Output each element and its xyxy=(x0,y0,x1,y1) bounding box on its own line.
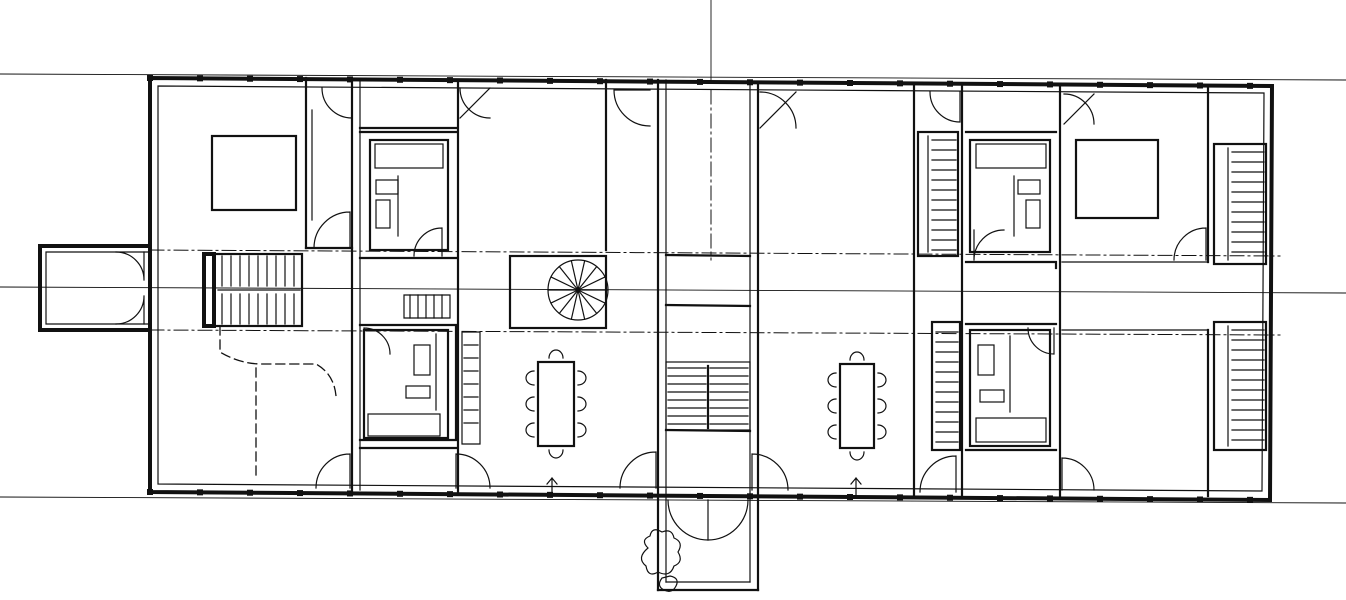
spiral-tread xyxy=(577,289,598,315)
left-unit-walls xyxy=(219,76,608,494)
right-staircases xyxy=(916,130,1268,452)
wall-post xyxy=(247,75,253,82)
wall-post xyxy=(947,80,953,87)
wall-post xyxy=(497,77,503,84)
wall-post xyxy=(297,76,303,83)
spiral-tread xyxy=(550,289,579,304)
entry-arrows xyxy=(546,477,862,497)
wall-post xyxy=(997,495,1003,502)
wall-post xyxy=(897,80,903,87)
wall-post xyxy=(547,77,553,84)
wall-post xyxy=(847,494,853,500)
wall-post xyxy=(197,489,203,496)
axis-lines xyxy=(0,0,1346,504)
right-bed xyxy=(1074,138,1160,220)
wall-post xyxy=(147,489,153,495)
dining-chair xyxy=(827,372,837,388)
wall-post xyxy=(397,76,403,83)
left-dining-table xyxy=(525,349,587,459)
spiral-tread xyxy=(577,260,586,291)
wall-post xyxy=(297,490,303,497)
dining-chair xyxy=(827,398,837,414)
dining-chair xyxy=(548,349,564,359)
wall-post xyxy=(347,490,353,497)
wall-post xyxy=(597,492,603,499)
spiral-tread xyxy=(558,265,579,291)
wall-post xyxy=(397,490,403,497)
wall-post xyxy=(797,79,803,86)
spiral-tread xyxy=(558,289,579,315)
dining-chair xyxy=(525,396,535,412)
dining-chair xyxy=(525,422,535,438)
spiral-tread xyxy=(570,289,579,320)
wall-post xyxy=(1047,495,1053,502)
dining-chair xyxy=(877,424,887,440)
dining-chair xyxy=(827,424,837,440)
wall-post xyxy=(197,75,203,82)
wall-post xyxy=(1247,82,1253,89)
left-bathroom-upper xyxy=(368,138,450,252)
wall-post xyxy=(447,491,453,498)
dining-chair xyxy=(548,449,564,459)
spiral-tread xyxy=(577,289,586,320)
left-staircase xyxy=(202,252,451,328)
wall-post xyxy=(1147,82,1153,89)
wall-post xyxy=(897,494,903,501)
wall-post xyxy=(747,79,753,86)
right-unit-walls xyxy=(912,82,1210,498)
dining-chair xyxy=(849,451,865,461)
wall-post xyxy=(847,80,853,86)
wall-post xyxy=(1247,496,1253,503)
doors xyxy=(115,87,1207,541)
dining-chair xyxy=(525,370,535,386)
dining-chair xyxy=(877,372,887,388)
wall-post xyxy=(1197,82,1203,89)
dining-chair xyxy=(577,422,587,438)
left-bed xyxy=(210,134,298,212)
wall-post xyxy=(647,78,653,85)
right-dining-table xyxy=(827,351,887,461)
right-bathroom-upper xyxy=(968,138,1052,254)
wall-post xyxy=(447,77,453,84)
wall-post xyxy=(647,492,653,499)
right-bathroom-lower xyxy=(968,328,1052,448)
wall-post xyxy=(997,81,1003,88)
wall-post xyxy=(147,75,153,81)
central-staircase xyxy=(665,361,751,431)
wall-post xyxy=(1197,496,1203,503)
wall-post xyxy=(597,78,603,85)
wall-post xyxy=(747,493,753,500)
spiral-tread xyxy=(577,289,606,304)
spiral-tread xyxy=(550,276,579,291)
spiral-tread xyxy=(570,260,579,291)
dining-chair xyxy=(849,351,865,361)
dining-chair xyxy=(577,396,587,412)
wall-post xyxy=(547,491,553,498)
wall-post xyxy=(697,492,703,499)
wall-post xyxy=(797,493,803,500)
left-bathroom-lower xyxy=(362,328,481,445)
spiral-tread xyxy=(577,265,598,291)
wall-post xyxy=(347,76,353,83)
dining-chair xyxy=(877,398,887,414)
dining-chair xyxy=(577,370,587,386)
spiral-staircase xyxy=(508,254,609,330)
wall-post xyxy=(1097,81,1103,88)
spiral-tread xyxy=(577,276,606,291)
wall-post xyxy=(1047,81,1053,88)
wall-post xyxy=(947,494,953,501)
wall-post xyxy=(1147,496,1153,503)
wall-post xyxy=(247,489,253,496)
wall-post xyxy=(1097,495,1103,502)
wall-post xyxy=(697,78,703,85)
wall-post xyxy=(497,491,503,498)
wall-posts xyxy=(147,75,1253,503)
shrub xyxy=(640,529,681,592)
